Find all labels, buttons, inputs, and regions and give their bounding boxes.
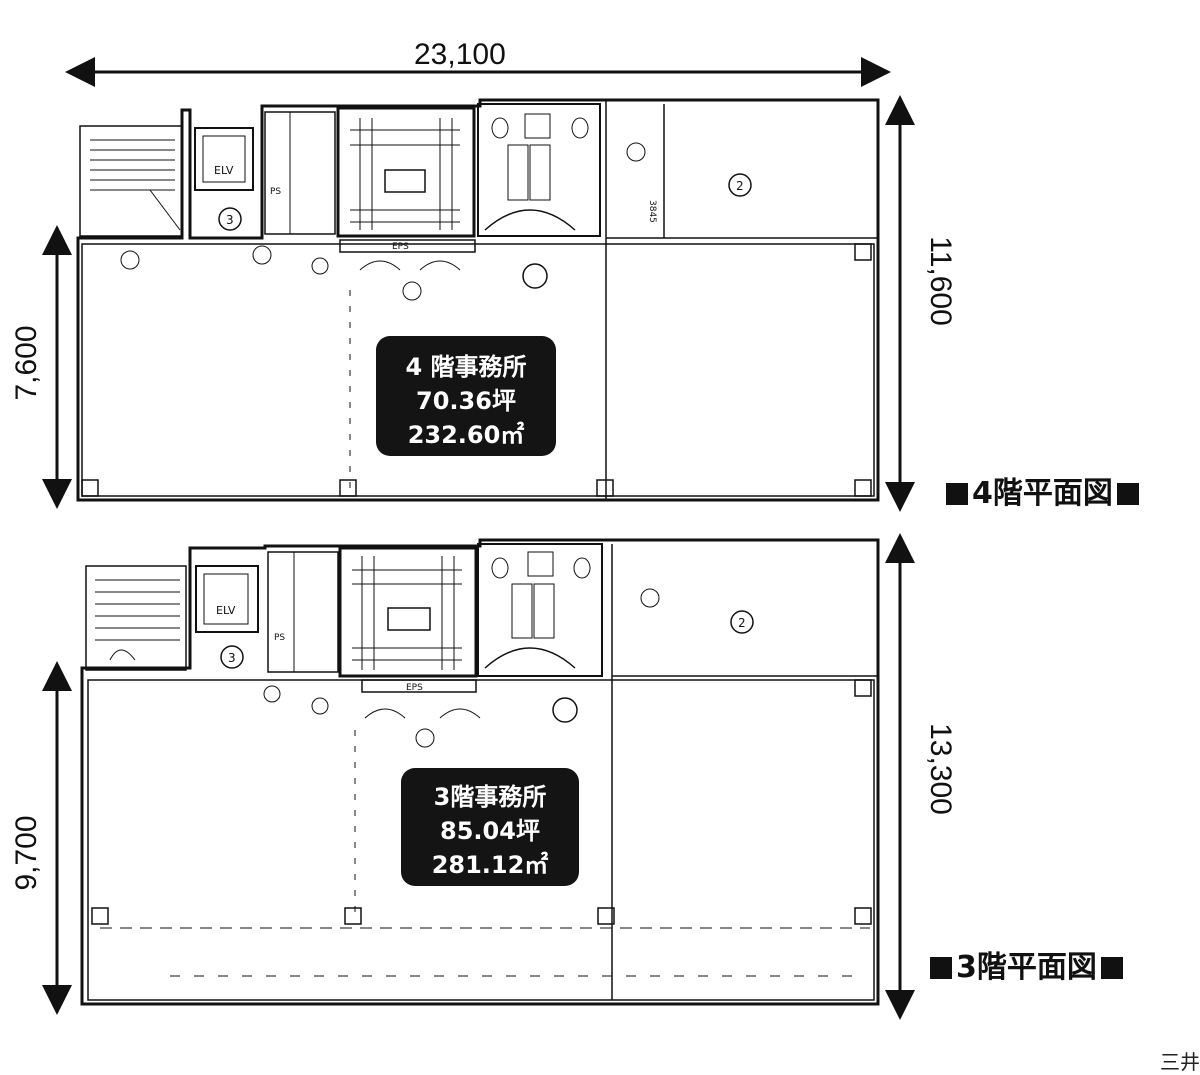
floor3-office-depth-label: 9,700: [10, 815, 43, 891]
floor3-ps-label: PS: [274, 633, 285, 643]
floor3-room-sqm: 281.12㎡: [431, 851, 549, 879]
floor4-room-name: 4 階事務所: [405, 353, 527, 381]
floor4-total-depth-label: 11,600: [924, 236, 957, 326]
floor3-marker-3: 3: [228, 651, 236, 665]
floor4-title: 4階平面図: [942, 468, 1143, 512]
floor4-room-tsubo: 70.36坪: [416, 387, 516, 415]
floor3-room-label: 3階事務所 85.04坪 281.12㎡: [401, 768, 579, 886]
title-square-icon: [946, 483, 968, 505]
floor3-total-depth-label: 13,300: [924, 723, 957, 815]
floor3-room-name: 3階事務所: [433, 783, 547, 811]
title-square-icon: [1100, 957, 1123, 979]
floor3-elv-label: ELV: [216, 604, 236, 617]
floor3-plan: [80, 538, 880, 1006]
floor4-ps-label: PS: [270, 187, 281, 197]
floor4-marker-3: 3: [226, 213, 234, 227]
floor4-room-sqm: 232.60㎡: [407, 421, 525, 449]
floor4-title-text: 4階平面図: [972, 476, 1113, 511]
title-square-icon: [1116, 483, 1139, 505]
floor3-marker-2: 2: [738, 616, 746, 630]
title-square-icon: [930, 957, 952, 979]
floor4-eps-label: EPS: [392, 242, 409, 252]
floor4-elv-label: ELV: [214, 164, 234, 177]
floor4-marker-2: 2: [736, 179, 744, 193]
floor3-eps-label: EPS: [406, 683, 423, 693]
floor3-room-tsubo: 85.04坪: [440, 817, 540, 845]
floor3-title-text: 3階平面図: [956, 950, 1097, 985]
floor3-title: 3階平面図: [926, 942, 1127, 986]
floor4-plan: [76, 98, 880, 502]
width-dimension-label: 23,100: [414, 38, 506, 71]
floor4-note-3845: 3845: [647, 200, 657, 223]
floor4-office-depth-label: 7,600: [10, 325, 43, 401]
floor4-room-label: 4 階事務所 70.36坪 232.60㎡: [376, 336, 556, 456]
corner-text: 三井: [1160, 1050, 1200, 1074]
